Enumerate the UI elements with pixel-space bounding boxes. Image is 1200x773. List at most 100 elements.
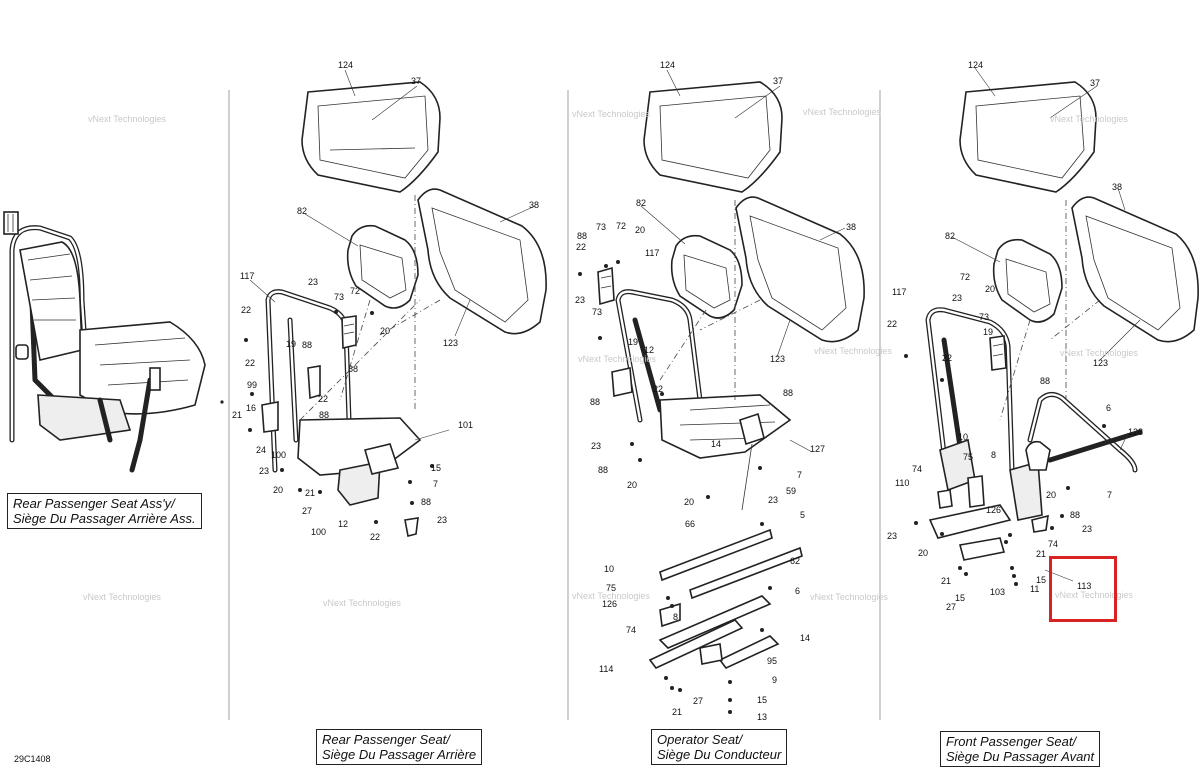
callout: 117 <box>645 248 659 258</box>
callout: 20 <box>985 284 995 294</box>
seat-cushion <box>959 81 1097 193</box>
callout: 23 <box>259 466 269 476</box>
callout: 15 <box>431 463 441 473</box>
callout: 88 <box>348 364 358 374</box>
callout: 99 <box>247 380 257 390</box>
caption-rear-seat: Rear Passenger Seat/ Siège Du Passager A… <box>316 729 483 765</box>
caption-line: Siège Du Passager Avant <box>946 749 1095 764</box>
callout: 21 <box>941 576 951 586</box>
callout: 27 <box>302 506 312 516</box>
seat-cushion <box>301 81 441 193</box>
callout: 100 <box>311 527 326 537</box>
callout: 12 <box>644 345 654 355</box>
callout: 9 <box>772 675 777 685</box>
callout: 6 <box>1106 403 1111 413</box>
callout: 5 <box>800 510 805 520</box>
callout: 23 <box>887 531 897 541</box>
watermark: vNext Technologies <box>83 592 161 602</box>
callout: 113 <box>1077 581 1091 591</box>
callout: 22 <box>318 394 328 404</box>
caption-line: Siège Du Passager Arrière <box>322 747 477 762</box>
callout: 88 <box>598 465 608 475</box>
callout: 22 <box>370 532 380 542</box>
callout: 20 <box>273 485 283 495</box>
watermark: vNext Technologies <box>572 109 650 119</box>
callout: 15 <box>757 695 767 705</box>
callout: 38 <box>1112 182 1122 192</box>
callout: 19 <box>286 339 296 349</box>
front-seat-illustration <box>904 81 1199 586</box>
callout: 88 <box>1040 376 1050 386</box>
watermarks: vNext Technologies vNext Technologies vN… <box>83 107 1138 608</box>
callout: 22 <box>653 384 663 394</box>
callout: 66 <box>685 519 695 529</box>
highlight-box <box>1049 556 1117 622</box>
backrest <box>735 196 865 343</box>
operator-seat-illustration <box>578 81 865 714</box>
callout: 88 <box>302 340 312 350</box>
callout: 7 <box>797 470 802 480</box>
callout: 10 <box>604 564 614 574</box>
callout: 21 <box>672 707 682 717</box>
callout: 21 <box>232 410 242 420</box>
callout: 23 <box>437 515 447 525</box>
callout: 72 <box>616 221 626 231</box>
watermark: vNext Technologies <box>1050 114 1128 124</box>
callout: 24 <box>256 445 266 455</box>
callout: 22 <box>887 319 897 329</box>
callout: 16 <box>246 403 256 413</box>
callout: 74 <box>1048 539 1058 549</box>
callout: 11 <box>1030 584 1039 594</box>
callout: 82 <box>636 198 646 208</box>
rear-seat-assembly-illustration <box>3 211 224 473</box>
callout: 124 <box>660 60 675 70</box>
callout: 37 <box>773 76 783 86</box>
callout: 88 <box>783 388 793 398</box>
caption-line: Rear Passenger Seat Ass'y/ <box>13 496 175 511</box>
callout: 20 <box>627 480 637 490</box>
callout: 19 <box>628 337 638 347</box>
callout: 13 <box>757 712 767 722</box>
callout: 37 <box>1090 78 1100 88</box>
rear-seat-illustration <box>244 81 547 537</box>
callout: 20 <box>684 497 694 507</box>
callout: 100 <box>271 450 286 460</box>
callout: 12 <box>338 519 348 529</box>
callout: 23 <box>591 441 601 451</box>
operator-callouts: 124 37 82 38 88 73 72 20 22 117 23 73 19… <box>575 60 856 722</box>
callout: 14 <box>800 633 810 643</box>
watermark: vNext Technologies <box>1060 348 1138 358</box>
callout: 124 <box>968 60 983 70</box>
seat-cushion <box>643 81 783 193</box>
caption-line: Siège Du Conducteur <box>657 747 782 762</box>
callout: 82 <box>945 231 955 241</box>
callout: 20 <box>635 225 645 235</box>
drawing-code: 29C1408 <box>14 754 51 764</box>
callout: 8 <box>673 612 678 622</box>
watermark: vNext Technologies <box>814 346 892 356</box>
callout: 22 <box>241 305 251 315</box>
callout: 23 <box>952 293 962 303</box>
callout: 88 <box>577 231 587 241</box>
leader-lines <box>249 67 1141 582</box>
callout: 22 <box>576 242 586 252</box>
rear-callouts: 124 37 82 38 117 22 23 73 72 20 19 88 88… <box>232 60 539 542</box>
callout: 124 <box>338 60 353 70</box>
callout: 38 <box>529 200 539 210</box>
callout: 7 <box>433 479 438 489</box>
callout: 72 <box>350 286 360 296</box>
callout: 22 <box>245 358 255 368</box>
callout: 20 <box>380 326 390 336</box>
callout: 117 <box>240 271 254 281</box>
callout: 114 <box>599 664 613 674</box>
callout: 74 <box>912 464 922 474</box>
callout: 88 <box>1070 510 1080 520</box>
callout: 21 <box>1036 549 1046 559</box>
callout: 127 <box>810 444 825 454</box>
callout: 62 <box>790 556 800 566</box>
callout: 128 <box>1128 427 1143 437</box>
callout: 117 <box>892 287 906 297</box>
callout: 73 <box>596 222 606 232</box>
callout: 123 <box>770 354 785 364</box>
callout: 59 <box>786 486 796 496</box>
